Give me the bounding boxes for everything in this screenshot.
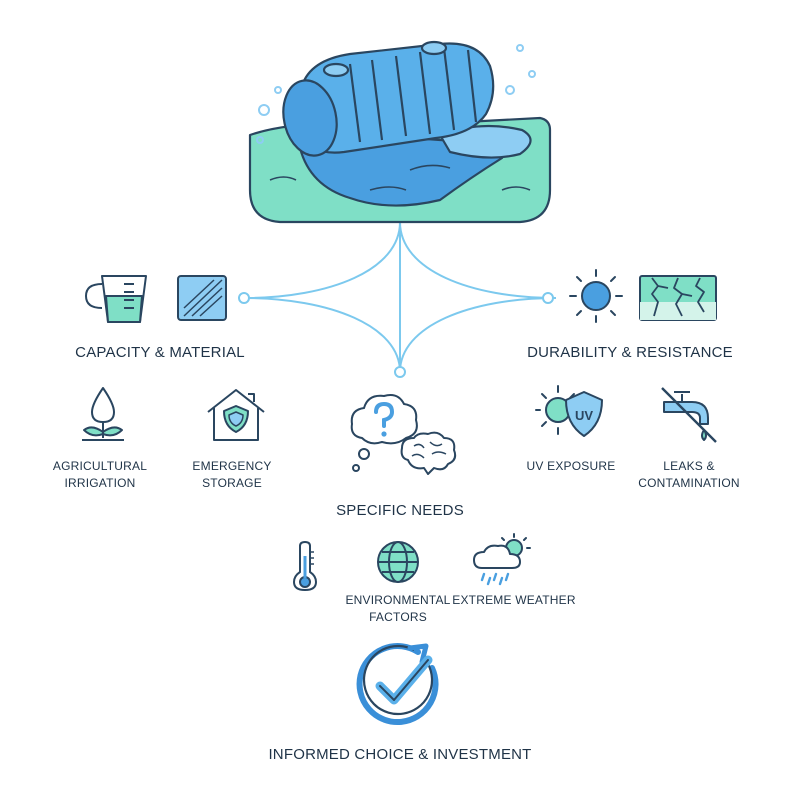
leaks-contamination-label: LEAKS & CONTAMINATION bbox=[638, 459, 740, 490]
measuring-jug-icon bbox=[85, 275, 147, 323]
material-swatch-icon bbox=[177, 275, 227, 321]
capacity-material-title: CAPACITY & MATERIAL bbox=[75, 344, 245, 361]
house-shield-icon bbox=[207, 389, 265, 441]
extreme-weather-label: EXTREME WEATHER bbox=[452, 593, 576, 607]
globe-icon bbox=[377, 541, 419, 583]
thermometer-icon bbox=[292, 540, 318, 592]
weather-cloud-icon bbox=[473, 533, 531, 586]
uv-badge-text: UV bbox=[575, 408, 593, 423]
no-leak-faucet-icon bbox=[661, 387, 717, 443]
brain-icon bbox=[400, 431, 457, 475]
uv-exposure-label: UV EXPOSURE bbox=[526, 459, 616, 473]
specific-needs-title: SPECIFIC NEEDS bbox=[336, 502, 464, 519]
thought-question-icon bbox=[350, 394, 418, 472]
checkmark-cycle-icon bbox=[356, 643, 439, 726]
emergency-storage-label: EMERGENCY STORAGE bbox=[192, 459, 272, 490]
agricultural-irrigation-label: AGRICULTURAL IRRIGATION bbox=[52, 459, 148, 490]
cracked-surface-icon bbox=[639, 275, 717, 321]
water-tank-icon bbox=[248, 40, 552, 224]
uv-shield-icon: UV bbox=[535, 385, 603, 437]
plant-drop-icon bbox=[82, 387, 124, 441]
outcome-title: INFORMED CHOICE & INVESTMENT bbox=[268, 746, 532, 763]
environmental-factors-label: ENVIRONMENTAL FACTORS bbox=[345, 593, 451, 624]
durability-resistance-title: DURABILITY & RESISTANCE bbox=[527, 344, 733, 361]
sun-icon bbox=[569, 269, 623, 323]
